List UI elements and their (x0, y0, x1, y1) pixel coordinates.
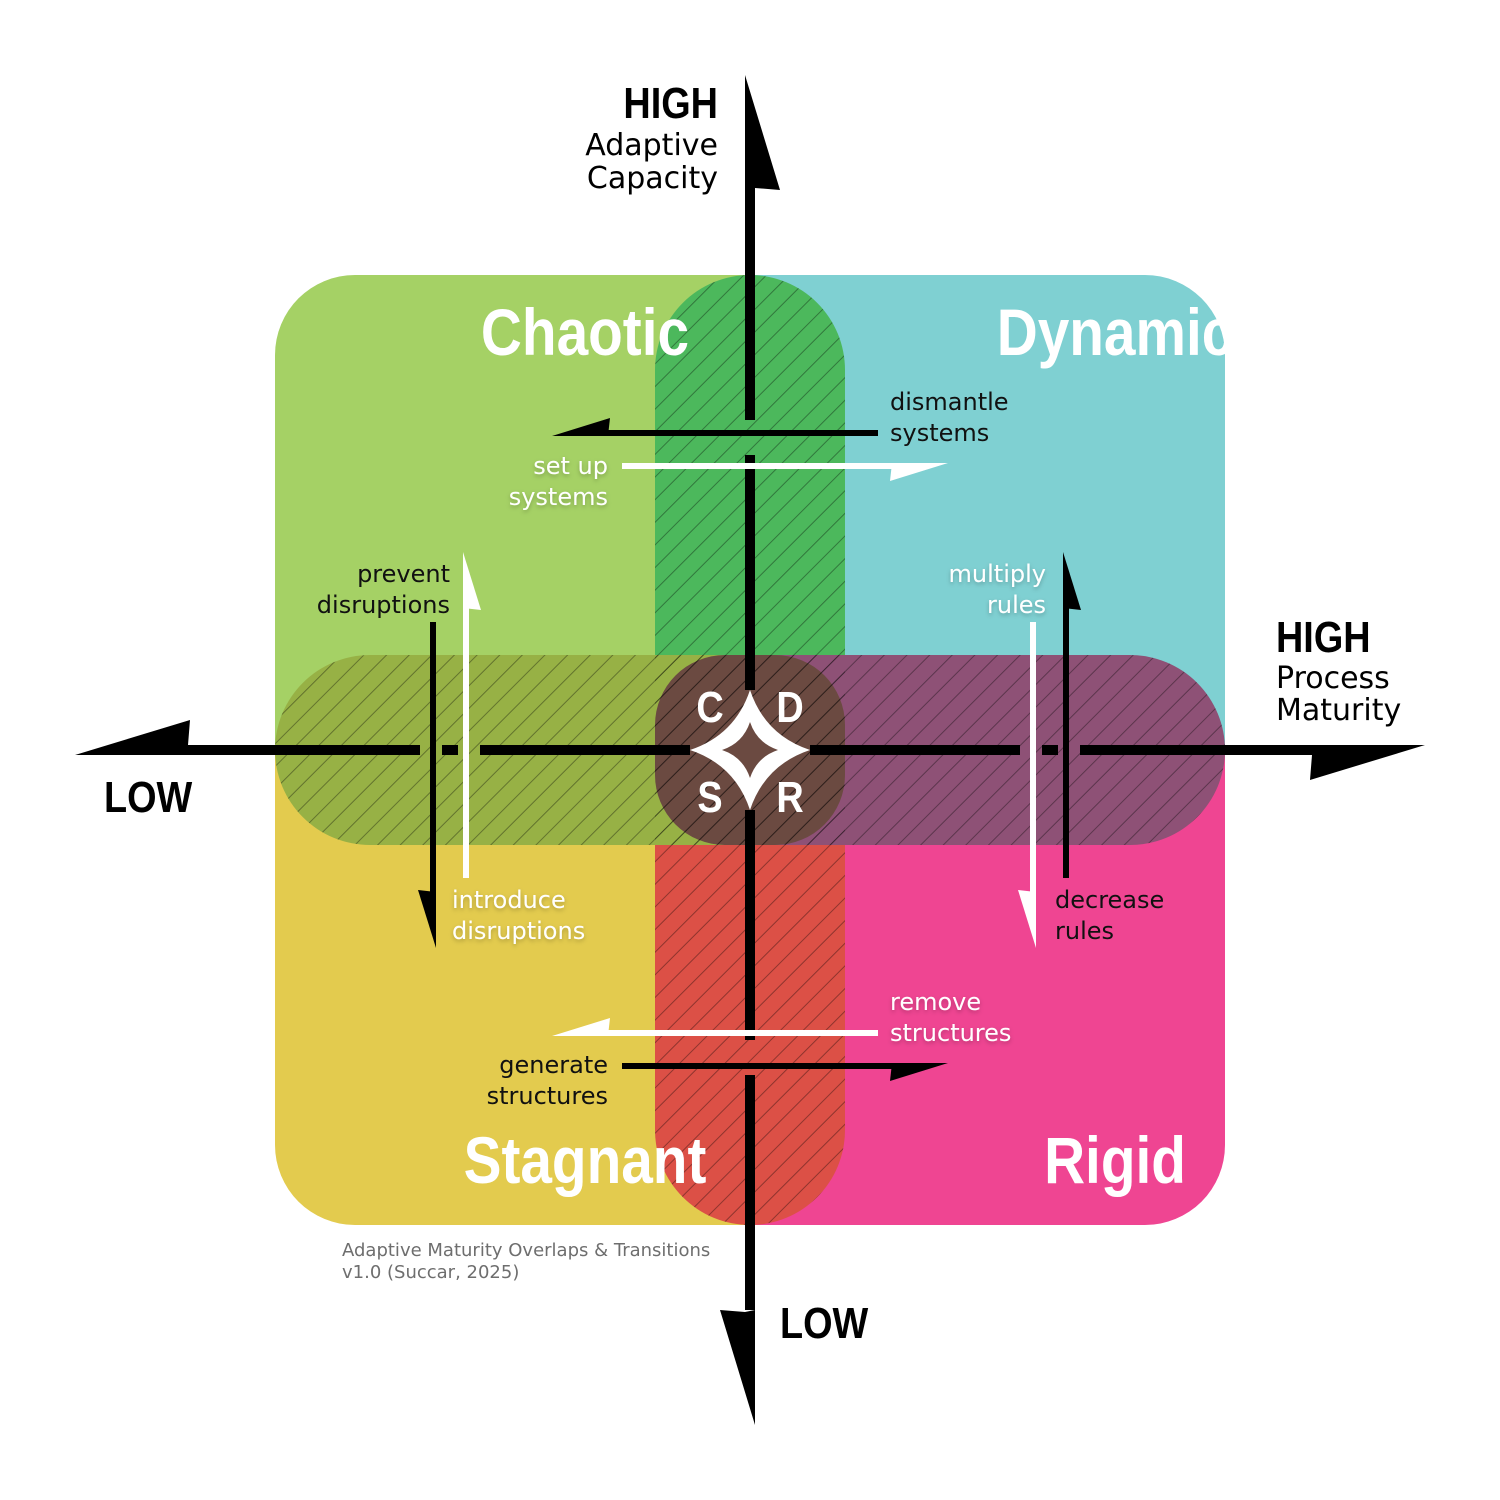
label-dismantle-line2: systems (890, 419, 989, 447)
label-setup-line2: systems (509, 483, 608, 511)
arrow-setup-systems-head (890, 463, 948, 481)
core-letter-s: S (697, 772, 722, 821)
vertical-axis-low-label: LOW (780, 1298, 868, 1347)
label-generate-line1: generate (499, 1051, 608, 1079)
horizontal-axis-arrow-right (1310, 745, 1425, 780)
vertical-axis-high-label: HIGH (623, 78, 718, 127)
label-multiply-line2: rules (987, 591, 1046, 619)
quadrant-rigid-bg (750, 750, 1225, 1225)
quadrant-title-rigid: Rigid (1044, 1124, 1186, 1198)
label-prevent-line1: prevent (357, 560, 450, 588)
vertical-axis-name-line1: Adaptive (585, 128, 718, 163)
quadrant-dynamic-bg (750, 275, 1225, 750)
quadrant-stagnant-bg (275, 750, 750, 1225)
label-decrease-line1: decrease (1055, 886, 1164, 914)
quadrant-title-chaotic: Chaotic (481, 296, 689, 370)
horizontal-axis-low-label: LOW (104, 772, 192, 821)
core-letter-d: D (776, 682, 803, 731)
label-dismantle-line1: dismantle (890, 388, 1009, 416)
label-decrease-line2: rules (1055, 917, 1114, 945)
label-remove-line1: remove (890, 988, 981, 1016)
label-generate-line2: structures (487, 1082, 608, 1110)
horizontal-axis-arrow-left (75, 720, 190, 755)
arrow-decrease-rules-head (1063, 552, 1081, 610)
label-prevent-line2: disruptions (317, 591, 450, 619)
arrow-generate-structures-head (890, 1063, 948, 1081)
center-star-inner (722, 722, 778, 778)
center-star-icon (690, 690, 810, 810)
caption-line2: v1.0 (Succar, 2025) (342, 1262, 519, 1283)
arrow-multiply-rules-head (1018, 890, 1036, 948)
quadrant-title-stagnant: Stagnant (464, 1124, 707, 1198)
arrow-dismantle-systems-head (552, 418, 610, 436)
label-introduce-line2: disruptions (452, 917, 585, 945)
label-multiply-line1: multiply (949, 560, 1046, 588)
label-introduce-line1: introduce (452, 886, 566, 914)
label-remove-line2: structures (890, 1019, 1011, 1047)
quadrant-chaotic-bg (275, 275, 750, 750)
vertical-axis-arrow-down (720, 1310, 755, 1425)
horizontal-axis-name-line2: Maturity (1276, 693, 1401, 728)
core-letter-c: C (696, 682, 723, 731)
horizontal-axis-name-line1: Process (1276, 661, 1390, 696)
arrow-remove-structures-head (552, 1018, 610, 1036)
vertical-axis-arrow-up (745, 75, 780, 190)
main-axes (75, 75, 1425, 1425)
quadrant-title-dynamic: Dynamic (997, 296, 1234, 370)
caption-line1: Adaptive Maturity Overlaps & Transitions (342, 1240, 710, 1261)
quadrant-backgrounds (275, 275, 1225, 1225)
vertical-axis-name-line2: Capacity (587, 161, 718, 196)
arrow-introduce-disruptions-head (463, 552, 481, 610)
core-letter-r: R (776, 772, 803, 821)
horizontal-axis-high-label: HIGH (1276, 612, 1371, 661)
arrow-prevent-disruptions-head (418, 890, 436, 948)
transition-arrows (418, 418, 1081, 1081)
label-setup-line1: set up (533, 452, 608, 480)
